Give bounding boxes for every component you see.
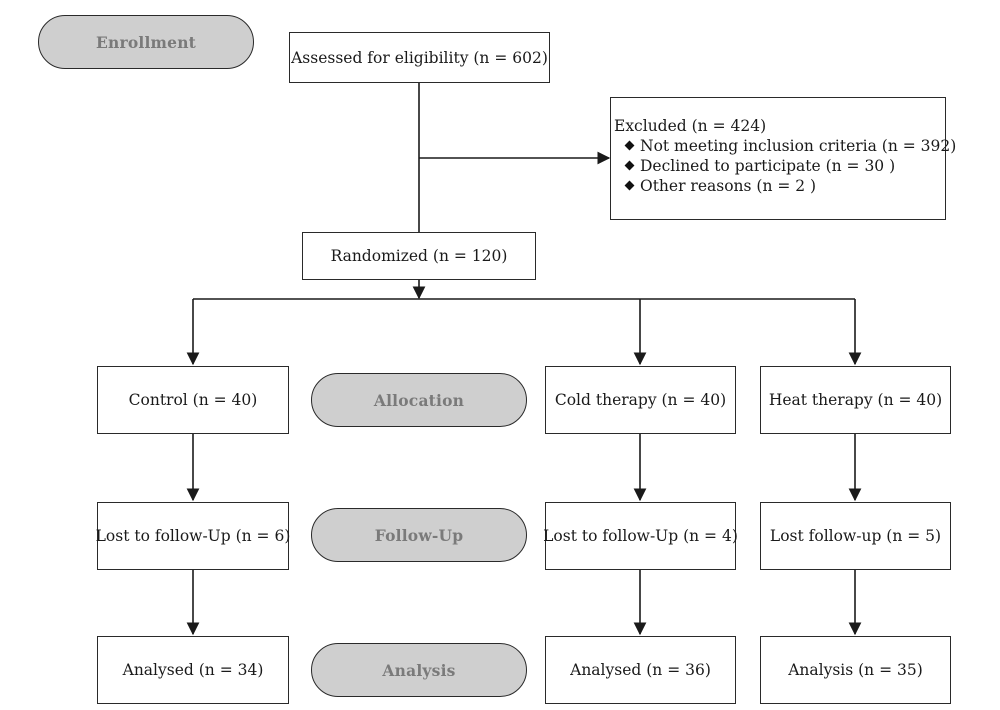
excluded-reason-text: Not meeting inclusion criteria (n = 392) [640,137,957,155]
excluded-reason: Declined to participate (n = 30 ) [624,156,945,176]
excluded-reason-text: Other reasons (n = 2 ) [640,177,817,195]
heat-allocation-box: Heat therapy (n = 40) [760,366,951,434]
bullet-diamond-icon [624,180,635,191]
excluded-reason-text: Declined to participate (n = 30 ) [640,157,896,175]
stage-analysis: Analysis [311,643,527,697]
excluded-reason: Not meeting inclusion criteria (n = 392) [624,136,956,156]
control-allocation-box: Control (n = 40) [97,366,289,434]
randomized-box: Randomized (n = 120) [302,232,536,280]
cold-allocation-box: Cold therapy (n = 40) [545,366,736,434]
cold-analysis-box: Analysed (n = 36) [545,636,736,704]
cold-followup-box: Lost to follow-Up (n = 4) [543,502,738,570]
control-analysis-box: Analysed (n = 34) [97,636,289,704]
excluded-reason: Other reasons (n = 2 ) [624,176,945,196]
bullet-diamond-icon [624,160,635,171]
excluded-box: Excluded (n = 424) Not meeting inclusion… [610,97,956,220]
excluded-title: Excluded (n = 424) [614,117,767,135]
control-followup-box: Lost to follow-Up (n = 6) [96,502,290,570]
stage-allocation: Allocation [311,373,527,427]
bullet-diamond-icon [624,140,635,151]
stage-enrollment: Enrollment [38,15,254,69]
heat-analysis-box: Analysis (n = 35) [760,636,951,704]
heat-followup-box: Lost follow-up (n = 5) [760,502,951,570]
excluded-reasons-list: Not meeting inclusion criteria (n = 392)… [614,136,956,196]
stage-follow-up: Follow-Up [311,508,527,562]
assessed-box: Assessed for eligibility (n = 602) [289,32,550,83]
